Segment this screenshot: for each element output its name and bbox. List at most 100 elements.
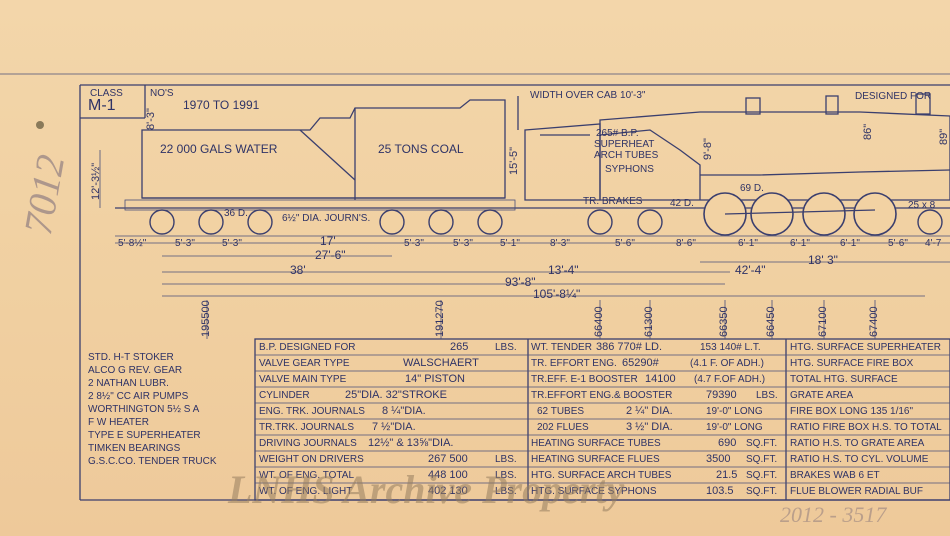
boiler bbox=[599, 111, 950, 201]
tender-coal: 25 TONS COAL bbox=[378, 142, 464, 156]
sand-dome bbox=[825, 95, 839, 115]
tender-wheel-3 bbox=[247, 209, 273, 235]
lead-wheel-dia: 42 D. bbox=[670, 198, 694, 209]
overall-dim: 93'-8" bbox=[505, 275, 536, 289]
archive-watermark: LNHS Archive Property bbox=[228, 467, 625, 512]
spec1-label: VALVE GEAR TYPE bbox=[259, 358, 350, 369]
spec1-value: 265 bbox=[450, 341, 469, 353]
spec1-label: WEIGHT ON DRIVERS bbox=[259, 454, 364, 465]
spec2-value: 65290# bbox=[622, 357, 659, 369]
spec2-extra: 19'-0" LONG bbox=[706, 422, 763, 433]
equipment-item: ALCO G REV. GEAR bbox=[88, 365, 183, 376]
spec2-value: 79390 bbox=[706, 389, 737, 401]
height-tender: 15'-5" bbox=[508, 146, 520, 175]
boiler-arch-tubes: ARCH TUBES bbox=[594, 150, 659, 161]
spec1-value: WALSCHAERT bbox=[403, 357, 479, 369]
spec1-label: DRIVING JOURNALS bbox=[259, 438, 357, 449]
driver-3 bbox=[802, 192, 846, 236]
axle-load: 66400 bbox=[593, 306, 605, 337]
dome bbox=[745, 97, 761, 115]
spec2-label: 62 TUBES bbox=[537, 406, 585, 417]
spacing-dim: 5'-1" bbox=[500, 238, 520, 249]
spec-table-frame bbox=[254, 338, 950, 501]
spec1-label: WT. OF ENG. TOTAL bbox=[259, 470, 355, 481]
spec1-value: 12½" & 13⅝"DIA. bbox=[368, 437, 454, 449]
equipment-item: TIMKEN BEARINGS bbox=[88, 443, 181, 454]
side-rod bbox=[724, 209, 876, 215]
spec2-extra: (4.1 F. OF ADH.) bbox=[690, 358, 764, 369]
spec2-value: 14100 bbox=[645, 373, 676, 385]
spec1-value: 8 ¼"DIA. bbox=[382, 405, 426, 417]
height-stack: 8'-3" bbox=[145, 108, 157, 130]
spec1-label: CYLINDER bbox=[259, 390, 310, 401]
spec2-label: 202 FLUES bbox=[537, 422, 589, 433]
spec2-label: HEATING SURFACE TUBES bbox=[531, 438, 661, 449]
spec2-value: 3500 bbox=[706, 453, 731, 465]
spec1-label: ENG. TRK. JOURNALS bbox=[259, 406, 365, 417]
spec1-label: WT. OF ENG. LIGHT bbox=[259, 486, 353, 497]
spacing-dim: 5'-6" bbox=[888, 238, 908, 249]
spec1-value: 402 130 bbox=[428, 485, 468, 497]
lead-truck-wheel bbox=[917, 209, 943, 235]
spec1-label: B.P. DESIGNED FOR bbox=[259, 342, 356, 353]
spec3-label: RATIO H.S. TO GRATE AREA bbox=[790, 438, 925, 449]
equipment-item: G.S.C.CO. TENDER TRUCK bbox=[88, 456, 217, 467]
tack-mark bbox=[36, 121, 44, 129]
numbers-label: NO'S bbox=[150, 88, 174, 99]
axle-load: 66350 bbox=[718, 306, 730, 337]
spacing-dim: 5'-8½" bbox=[118, 238, 147, 249]
coal-slope bbox=[299, 129, 356, 181]
class-label: CLASS bbox=[90, 88, 123, 99]
numbers-range: 1970 TO 1991 bbox=[183, 98, 260, 112]
spec2-value: 2 ¼" DIA. bbox=[626, 405, 673, 417]
tender-journals: 6½" DIA. JOURN'S. bbox=[282, 213, 371, 224]
spec3-label: RATIO FIRE BOX H.S. TO TOTAL bbox=[790, 422, 942, 433]
spec2-label: HTG. SURFACE ARCH TUBES bbox=[531, 470, 672, 481]
equipment-item: F W HEATER bbox=[88, 417, 149, 428]
spec2-extra: SQ.FT. bbox=[746, 486, 778, 497]
designed-for: DESIGNED FOR bbox=[855, 91, 932, 102]
spacing-dim: 5'-3" bbox=[222, 238, 242, 249]
overall-dim: 42'-4" bbox=[735, 263, 766, 277]
height-cab: 9'-8" bbox=[702, 138, 714, 160]
spec2-label: HEATING SURFACE FLUES bbox=[531, 454, 660, 465]
tender-wheel-dia: 36 D. bbox=[224, 208, 248, 219]
axle-load: 195500 bbox=[200, 300, 212, 337]
spec2-label: TR.EFF. E-1 BOOSTER bbox=[531, 374, 638, 385]
tr-brakes: TR. BRAKES bbox=[583, 196, 643, 207]
overall-dim: 13'-4" bbox=[548, 263, 579, 277]
trailing-wheel-1 bbox=[587, 209, 613, 235]
class-value: M-1 bbox=[88, 97, 116, 114]
spec3-label: FIRE BOX LONG 135 1/16" bbox=[790, 406, 914, 417]
spec3-label: HTG. SURFACE SUPERHEATER bbox=[790, 342, 941, 353]
tender-wheel-5 bbox=[428, 209, 454, 235]
equipment-item: 2 NATHAN LUBR. bbox=[88, 378, 169, 389]
axle-load: 61300 bbox=[643, 306, 655, 337]
spec3-label: GRATE AREA bbox=[790, 390, 854, 401]
firebox-outline bbox=[599, 129, 701, 200]
spec3-label: BRAKES WAB 6 ET bbox=[790, 470, 880, 481]
spec1-label: TR.TRK. JOURNALS bbox=[259, 422, 355, 433]
spec1-value: 448 100 bbox=[428, 469, 468, 481]
equipment-item: TYPE E SUPERHEATER bbox=[88, 430, 201, 441]
height-dome: 86" bbox=[862, 123, 874, 140]
spec1-value: 25"DIA. 32"STROKE bbox=[345, 389, 447, 401]
driver-dia: 69 D. bbox=[740, 183, 764, 194]
height-overall: 12'-3½" bbox=[90, 162, 102, 200]
axle-load: 66450 bbox=[765, 306, 777, 337]
spec2-value: 103.5 bbox=[706, 485, 734, 497]
width-over-cab: WIDTH OVER CAB 10'-3" bbox=[530, 90, 646, 101]
boiler-syphons: SYPHONS bbox=[605, 164, 654, 175]
spacing-dim: 17' bbox=[320, 234, 336, 248]
axle-load: 191270 bbox=[434, 300, 446, 337]
spec2-extra: 19'-0" LONG bbox=[706, 406, 763, 417]
equipment-item: 2 8½" CC AIR PUMPS bbox=[88, 391, 189, 402]
boiler-bp: 265# B.P. bbox=[596, 128, 639, 139]
spec2-extra: 153 140# L.T. bbox=[700, 342, 761, 353]
trailing-note: 25 x 8 bbox=[908, 200, 936, 211]
spec1-unit: LBS. bbox=[495, 470, 517, 481]
running-board bbox=[700, 169, 950, 176]
spec1-value: 14" PISTON bbox=[405, 373, 465, 385]
